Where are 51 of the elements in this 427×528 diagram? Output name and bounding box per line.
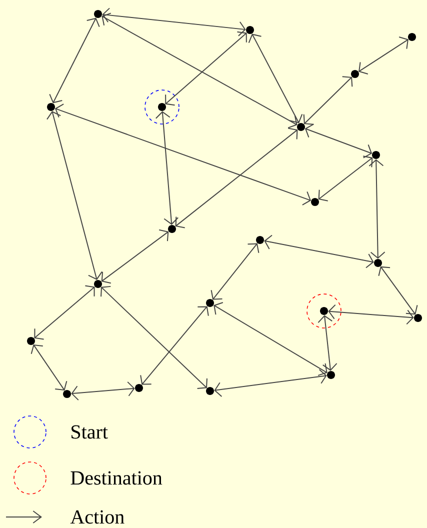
dot [206, 299, 214, 307]
dot [256, 236, 264, 244]
dot [297, 123, 305, 131]
arrow [318, 315, 338, 371]
dot [320, 307, 328, 315]
dot [327, 371, 335, 379]
arrow [34, 285, 95, 340]
arrow [49, 18, 100, 104]
arrow [155, 111, 179, 225]
dot [63, 390, 71, 398]
arrow [175, 128, 298, 228]
dot [408, 33, 416, 41]
dot [27, 337, 35, 345]
arrow [378, 266, 418, 315]
arrow [140, 306, 209, 385]
arrow [100, 286, 208, 390]
arrow [368, 159, 386, 259]
arrow [248, 34, 303, 124]
arrow [214, 302, 328, 376]
legend-label: Action [70, 510, 124, 524]
dot [94, 280, 102, 288]
arrow [264, 234, 374, 268]
arrow [165, 31, 247, 106]
arrow [46, 111, 102, 280]
dot [374, 259, 382, 267]
dot [206, 387, 214, 395]
arrow [101, 229, 169, 284]
dot [94, 10, 102, 18]
arrow [30, 344, 68, 391]
arrow [304, 124, 372, 158]
legend-label: Destination [70, 471, 162, 485]
dot [414, 314, 422, 322]
dot [135, 384, 143, 392]
dot [372, 151, 380, 159]
arrow [102, 8, 246, 36]
legend-label: Start [72, 425, 108, 439]
arrow [54, 104, 312, 206]
arrow [328, 304, 414, 325]
arrow [71, 381, 135, 401]
dot [47, 103, 55, 111]
dot [168, 225, 176, 233]
arrow [210, 243, 260, 300]
dot [246, 26, 254, 34]
dot [351, 70, 359, 78]
arrow [303, 76, 353, 125]
arrow [358, 36, 408, 74]
arrow [214, 368, 327, 397]
dot [311, 198, 319, 206]
arrow [102, 12, 298, 128]
arrow [318, 156, 373, 202]
dot [158, 103, 166, 111]
